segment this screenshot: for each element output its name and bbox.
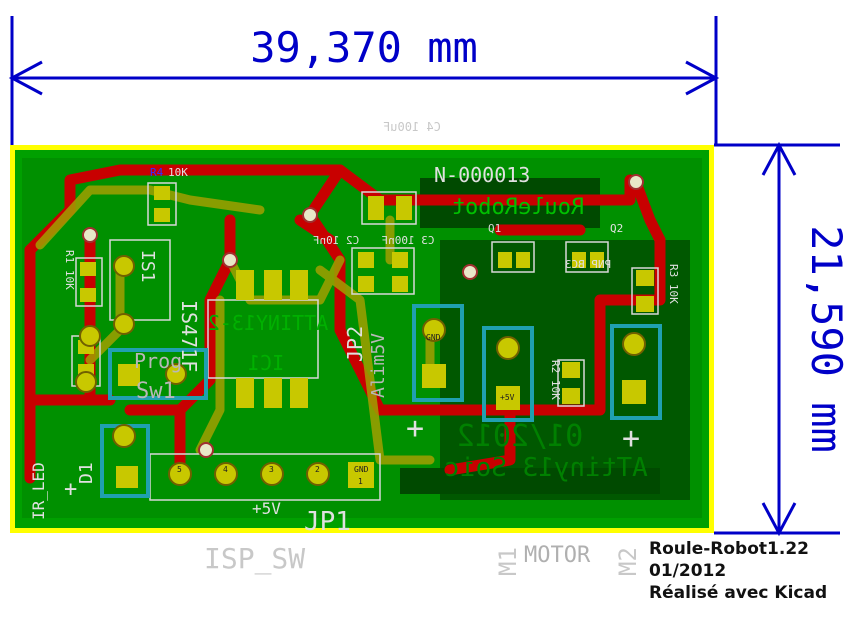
gnd-pad-label: GND	[426, 333, 441, 342]
d1-label: D1	[76, 462, 97, 484]
c4-label: C4 100uF	[383, 120, 441, 134]
r4-value: 10K	[168, 166, 188, 179]
date-mirrored-label: 01/2012	[457, 419, 583, 454]
isp-sw-label: ISP_SW	[204, 542, 305, 576]
width-dimension-label: 39,370 mm	[250, 23, 478, 72]
through-hole-pads	[75, 255, 646, 486]
jp1-pin-1: 1	[358, 477, 363, 486]
q2-label: Q2	[610, 222, 623, 235]
board-name-label: RouleRobot	[452, 195, 584, 220]
jp1-pin-5: 5	[177, 465, 182, 474]
ic-ref-label: IC1	[248, 351, 284, 375]
polarity-plus-left: +	[406, 411, 424, 446]
r1-label: R1 10K	[63, 250, 76, 290]
note-credit: Réalisé avec Kicad	[649, 583, 828, 603]
pnp-label: PNP BC3	[565, 258, 611, 271]
jp1-pin-2: 2	[315, 465, 320, 474]
net-label: N-000013	[434, 163, 530, 187]
chip-mirrored-label: ATtiny13 Soic	[444, 453, 648, 483]
jp1-pin-4: 4	[223, 465, 228, 474]
plus5v-label: +5V	[252, 499, 281, 518]
q1-label: Q1	[488, 222, 501, 235]
plus-pad-label: +5V	[500, 393, 515, 402]
height-dimension: 21,590 mm	[714, 141, 851, 537]
board-notes: Roule-Robot1.22 01/2012 Réalisé avec Kic…	[649, 538, 827, 604]
polarity-marks: + + +	[64, 411, 640, 502]
height-dimension-label: 21,590 mm	[802, 225, 851, 453]
below-board-labels: ISP_SW M1 MOTOR M2	[204, 542, 642, 576]
jp1-gnd-pin-label: GND	[354, 465, 369, 474]
ic-chip-label: ATTINY13-2	[208, 311, 328, 335]
vias	[82, 174, 644, 458]
ir-led-label: IR_LED	[29, 462, 48, 520]
m1-label: M1	[494, 547, 522, 576]
connector-outlines	[100, 304, 662, 498]
r4-ref: R4	[150, 166, 164, 179]
ir-sensor-label: IS471F	[177, 300, 201, 372]
c3-label: C3 100nF	[382, 234, 435, 247]
motor-label: MOTOR	[524, 543, 591, 568]
jp2-value-label: Alim5V	[368, 333, 389, 398]
silkscreen-labels: N-000013 RouleRobot 01/2012 ATtiny13 Soi…	[29, 163, 680, 537]
r2-label: R2 10K	[549, 360, 562, 400]
ir-ref-label: IS1	[137, 250, 158, 283]
jp1-label: JP1	[304, 507, 351, 537]
polarity-plus-right: +	[622, 421, 640, 456]
jp1-pin-3: 3	[269, 465, 274, 474]
c2-label: C2 10nF	[313, 234, 359, 247]
pad-labels: GND +5V GND 1 5 4 3 2	[177, 333, 515, 486]
width-dimension: 39,370 mm	[8, 16, 720, 145]
jp2-label: JP2	[343, 326, 367, 362]
prog-label: Prog	[134, 349, 182, 373]
note-title: Roule-Robot1.22	[649, 539, 809, 559]
sw1-label: Sw1	[136, 379, 176, 404]
pads	[78, 186, 654, 488]
m2-label: M2	[614, 547, 642, 576]
polarity-plus-d1: +	[64, 477, 77, 502]
note-date: 01/2012	[649, 561, 727, 581]
r3-label: R3 10K	[667, 264, 680, 304]
